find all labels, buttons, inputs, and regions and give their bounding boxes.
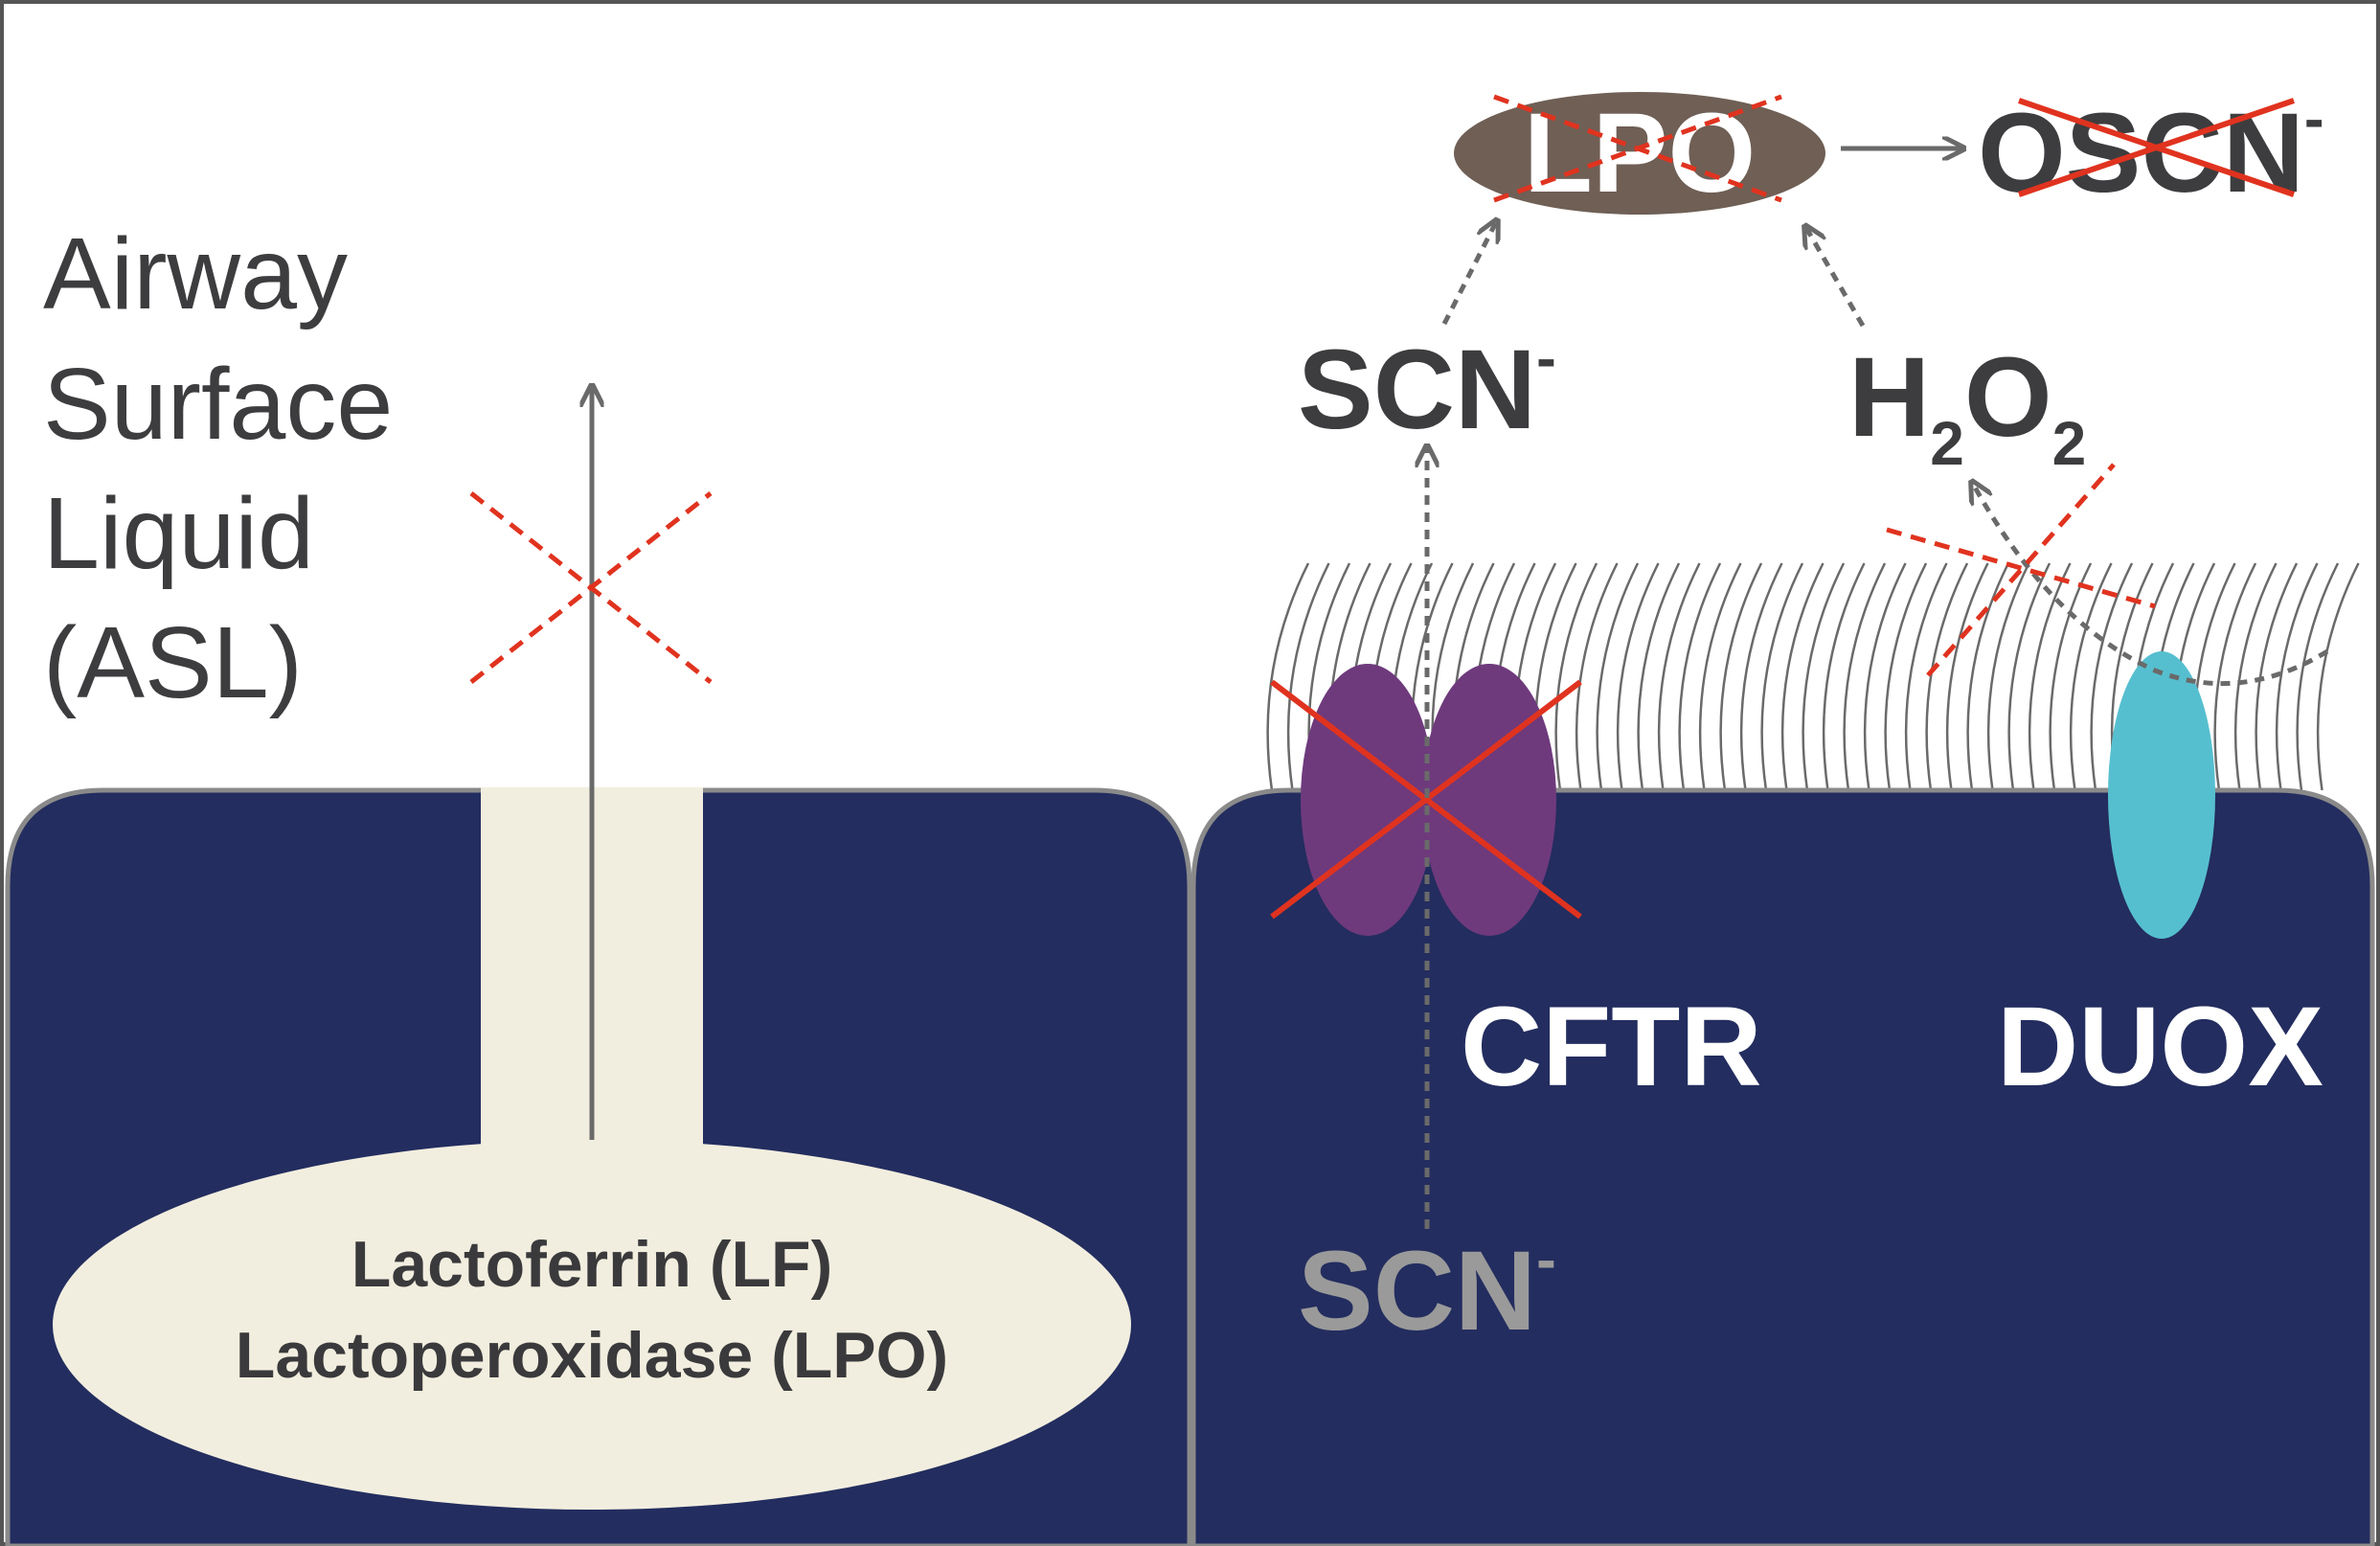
scn-top-charge: - [1536,326,1556,392]
cilium [2316,562,2360,791]
h2o2-h: H [1848,334,1930,461]
cilium [2007,562,2051,791]
cilium [1904,562,1948,791]
cilium [1657,562,1701,791]
cftr-block-x [1270,679,1582,920]
submucosal-gland: Lactoferrin (LF) Lactoperoxidase (LPO) [53,787,1131,1510]
cilium [1698,562,1742,791]
cilium [1802,562,1846,791]
cilium [1966,562,2010,791]
asl-label: Airway Surface Liquid (ASL) [43,217,393,719]
scn-top-label: SCN- [1298,326,1556,453]
scn-bottom-label: SCN- [1298,1227,1556,1354]
asl-label-line-1: Airway [43,217,348,330]
cilium [1266,562,1310,791]
cilium [2049,562,2093,791]
duox-label: DUOX [1997,984,2323,1110]
cilium [1616,562,1660,791]
cilium [1637,562,1681,791]
lpo-label: LPO [1524,90,1757,216]
duox-enzyme [2108,651,2215,939]
cilium [2028,562,2072,791]
cilium [2090,562,2134,791]
cilium [1575,562,1619,791]
cilium [2296,562,2340,791]
scn-bottom-charge: - [1536,1227,1556,1293]
cilium [2255,562,2299,791]
cftr-right-lobe [1422,664,1556,936]
cilium [1945,562,1989,791]
cilium [1884,562,1928,791]
cilium [1286,562,1330,791]
cilium [1986,562,2030,791]
cilium [2069,562,2113,791]
h2o2-sub-2: 2 [2052,409,2087,478]
h2o2-sub-1: 2 [1930,409,1964,478]
asl-label-line-2: Surface [43,348,393,461]
cilium [2275,562,2319,791]
gland-body [53,1140,1131,1510]
secretion-block-x [469,491,713,684]
gland-label-lactoperoxidase: Lactoperoxidase (LPO) [236,1319,948,1392]
cftr-label: CFTR [1461,984,1762,1110]
cilium [2213,562,2257,791]
h2o2-o: O [1964,334,2052,461]
h2o2-block-x [1886,463,2156,677]
cilium [1678,562,1722,791]
h2o2-to-lpo-arrow [1806,228,1866,328]
scn-bottom-text: SCN [1298,1228,1536,1354]
cilium [1739,562,1783,791]
cilium [1554,562,1598,791]
cilium [1822,562,1866,791]
cilium [1719,562,1763,791]
oscn-charge: - [2304,86,2324,152]
h2o2-label: H2O2 [1848,334,2086,478]
asl-label-line-4: (ASL) [43,606,303,719]
lpo-block-x [1493,94,1782,203]
cilium [1596,562,1640,791]
scn-to-lpo-arrow [1441,222,1496,326]
cilium [1863,562,1907,791]
gland-label-lactoferrin: Lactoferrin (LF) [351,1228,832,1301]
cilium [1760,562,1804,791]
scn-top-text: SCN [1298,327,1536,453]
right-epithelial-cell [1190,787,2375,1546]
cilium [1843,562,1887,791]
cftr-left-lobe [1301,664,1435,936]
oscn-block-x [2018,98,2295,197]
cilium [1780,562,1825,791]
cilium [2233,562,2278,791]
asl-label-line-3: Liquid [43,477,314,590]
